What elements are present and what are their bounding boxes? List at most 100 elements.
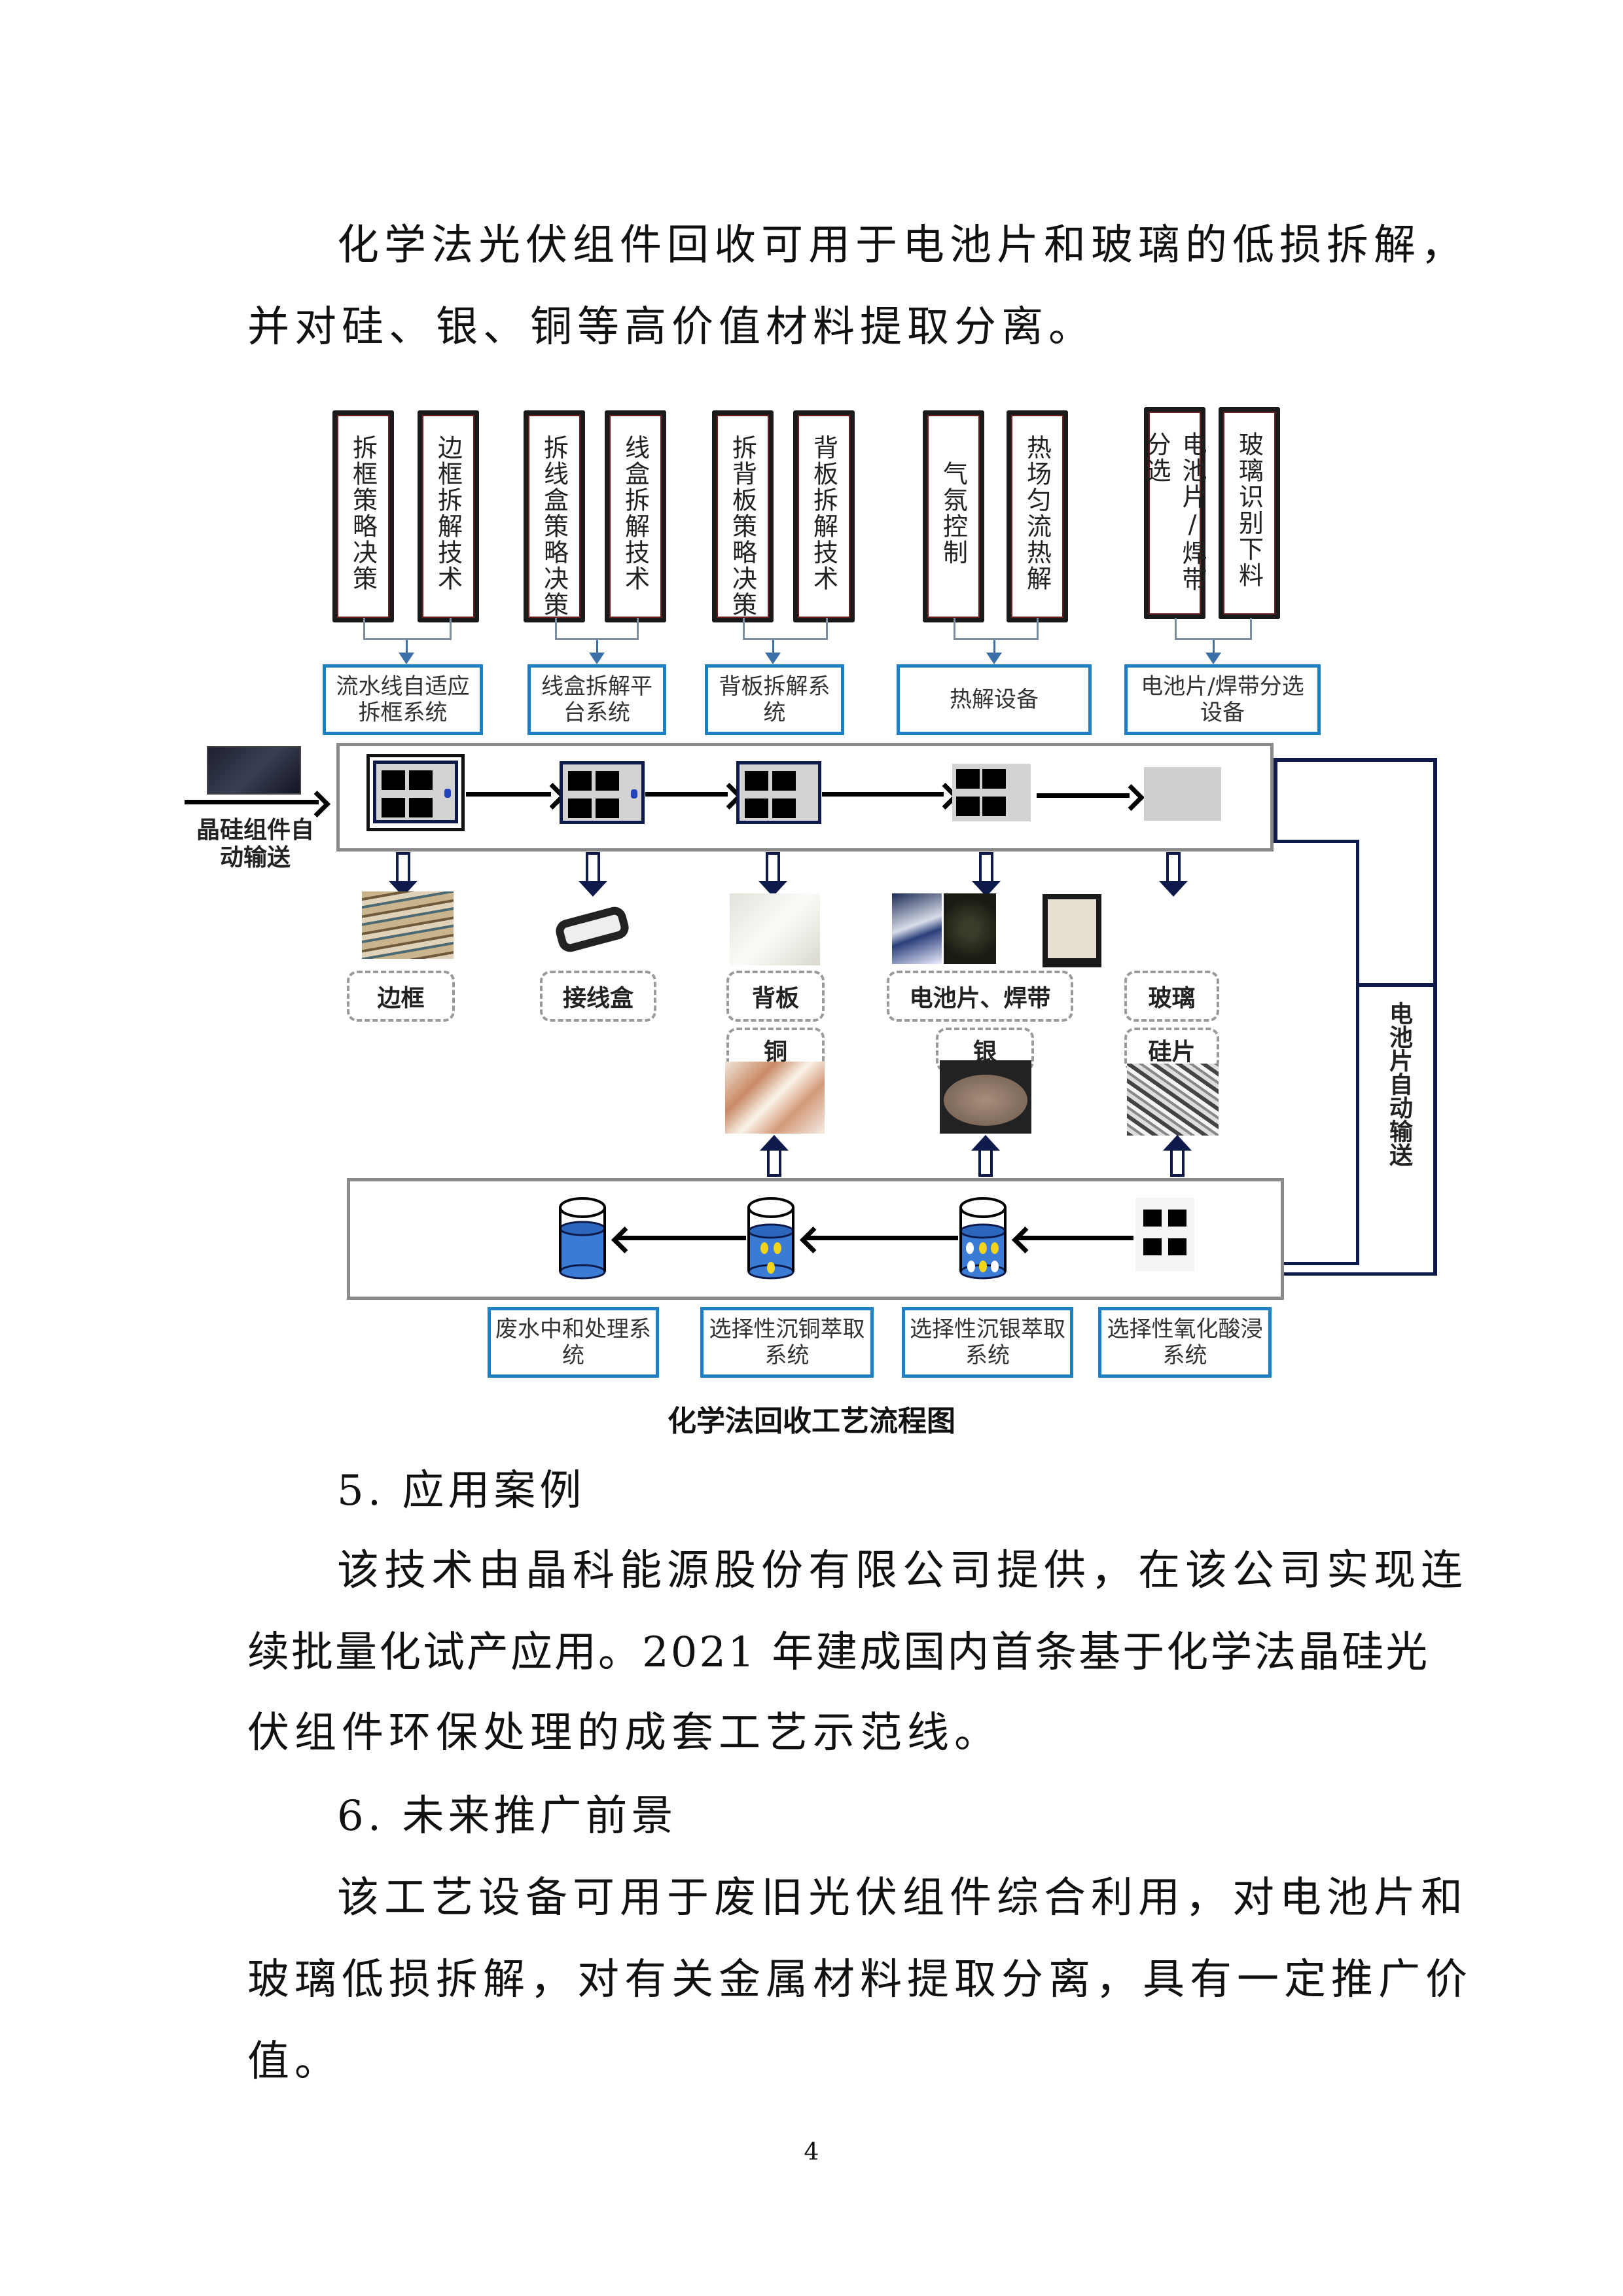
connector-bracket: [954, 618, 1039, 640]
input-arrow-line: [185, 800, 319, 804]
tech-box: 气氛控制: [923, 410, 984, 622]
connector-stem: [1213, 640, 1215, 655]
down-arrow-icon: [586, 852, 600, 882]
up-arrow-shaft: [767, 1151, 781, 1177]
chemical-system-box: 废水中和处理系统: [488, 1307, 659, 1378]
flow-arrow: [1037, 793, 1130, 798]
glass-photo: [1043, 894, 1101, 967]
up-arrow-shaft: [1170, 1151, 1185, 1177]
flow-arrow: [466, 792, 551, 797]
connector-bracket: [363, 618, 452, 640]
connector-stem: [406, 640, 408, 655]
down-arrow-icon: [1205, 653, 1221, 664]
chemical-system-box: 选择性氧化酸浸系统: [1098, 1307, 1272, 1378]
equipment-box: 热解设备: [897, 664, 1092, 735]
chemical-system-box: 选择性沉银萃取系统: [902, 1307, 1073, 1378]
tech-box: 电池片/焊带分选: [1142, 407, 1207, 619]
tech-box: 拆框策略决策: [332, 410, 394, 622]
down-arrow-icon: [396, 852, 410, 882]
process-flow-diagram: 拆框策略决策 边框拆解技术 拆线盒策略决策 线盒拆解技术 拆背板策略决策 背板拆…: [185, 407, 1437, 1438]
loop-line: [1274, 758, 1277, 843]
page-number: 4: [804, 2139, 819, 2166]
loop-line: [1283, 1262, 1359, 1265]
cell-photo: [892, 893, 942, 964]
down-arrow-icon: [986, 653, 1002, 664]
down-arrow-icon: [1166, 852, 1181, 882]
tech-box: 拆背板策略决策: [712, 410, 774, 622]
tech-box: 玻璃识别下料: [1219, 407, 1280, 619]
frame-photo: [362, 891, 454, 959]
arrow-right-icon: [303, 790, 331, 818]
up-arrow-icon: [760, 1135, 789, 1151]
backsheet-photo: [730, 893, 820, 965]
tech-box: 边框拆解技术: [418, 410, 479, 622]
equipment-box: 电池片/焊带分选设备: [1124, 664, 1321, 735]
silver-photo: [940, 1060, 1031, 1134]
cells-icon: [952, 764, 1031, 821]
down-arrow-icon: [399, 653, 414, 664]
loop-line: [1356, 840, 1359, 1265]
intro-line-2: 并对硅、银、铜等高价值材料提取分离。: [247, 303, 1096, 351]
flow-arrow: [1016, 1236, 1133, 1240]
down-arrow-icon: [589, 653, 605, 664]
flow-arrow: [645, 792, 728, 797]
up-arrow-icon: [1163, 1135, 1192, 1151]
loop-line: [1433, 758, 1437, 1275]
down-arrow-icon: [979, 852, 993, 882]
copper-photo: [725, 1062, 825, 1134]
section-6-line: 该工艺设备可用于废旧光伏组件综合利用，对电池片和: [337, 1874, 1468, 1922]
ribbon-photo: [944, 893, 996, 964]
connector-stem: [993, 640, 995, 655]
glass-icon: [1144, 767, 1221, 821]
up-arrow-shaft: [978, 1151, 993, 1177]
connector-bracket: [1175, 618, 1252, 640]
diagram-caption: 化学法回收工艺流程图: [668, 1405, 955, 1438]
silicon-photo: [1127, 1064, 1219, 1136]
solar-panel-icon: [560, 761, 645, 824]
loop-line: [1283, 1272, 1437, 1276]
loop-line: [1356, 983, 1437, 987]
equipment-box: 线盒拆解平台系统: [527, 664, 666, 735]
section-5-line: 该技术由晶科能源股份有限公司提供，在该公司实现连: [337, 1547, 1468, 1595]
tech-box: 拆线盒策略决策: [524, 410, 585, 622]
loop-line: [1274, 840, 1359, 843]
down-arrow-icon: [765, 653, 781, 664]
connector-bracket: [555, 618, 639, 640]
down-arrow-icon: [766, 852, 780, 882]
section-5-line: 伏组件环保处理的成套工艺示范线。: [247, 1709, 1001, 1757]
beaker-icon: [559, 1197, 606, 1280]
connector-stem: [596, 640, 598, 655]
section-5-line: 续批量化试产应用。2021 年建成国内首条基于化学法晶硅光: [247, 1628, 1430, 1677]
material-label-backsheet: 背板: [726, 971, 825, 1022]
solar-panel-icon: [736, 761, 821, 824]
cells-icon: [1135, 1198, 1194, 1271]
solar-module-photo: [207, 746, 301, 795]
chemical-system-box: 选择性沉铜萃取系统: [700, 1307, 874, 1378]
junction-box-photo: [553, 903, 645, 962]
material-label-cells-ribbons: 电池片、焊带: [887, 971, 1073, 1022]
section-6-heading: 6. 未来推广前景: [337, 1792, 677, 1840]
beaker-silver-icon: [959, 1197, 1007, 1280]
flow-arrow: [804, 1236, 958, 1240]
section-6-line: 玻璃低损拆解，对有关金属材料提取分离，具有一定推广价: [247, 1956, 1472, 2004]
flow-arrow: [822, 792, 944, 797]
material-label-frame: 边框: [347, 971, 455, 1022]
beaker-copper-icon: [747, 1197, 794, 1280]
down-arrow-head: [579, 881, 607, 897]
connector-bracket: [743, 618, 828, 640]
equipment-box: 流水线自适应拆框系统: [323, 664, 483, 735]
solar-panel-icon: [373, 761, 458, 823]
section-6-line: 值。: [247, 2037, 342, 2086]
tech-box: 热场匀流热解: [1007, 410, 1068, 622]
equipment-box: 背板拆解系统: [705, 664, 844, 735]
input-label: 晶硅组件自动输送: [196, 817, 315, 871]
up-arrow-icon: [971, 1135, 1000, 1151]
junction-box-icon: [631, 789, 637, 798]
loop-label: 电池片自动输送: [1385, 1001, 1413, 1166]
connector-stem: [772, 640, 774, 655]
tech-box: 线盒拆解技术: [605, 410, 666, 622]
material-label-junction-box: 接线盒: [540, 971, 656, 1022]
loop-line: [1274, 758, 1437, 762]
intro-line-1: 化学法光伏组件回收可用于电池片和玻璃的低损拆解，: [337, 221, 1468, 270]
material-label-glass: 玻璃: [1124, 971, 1219, 1022]
